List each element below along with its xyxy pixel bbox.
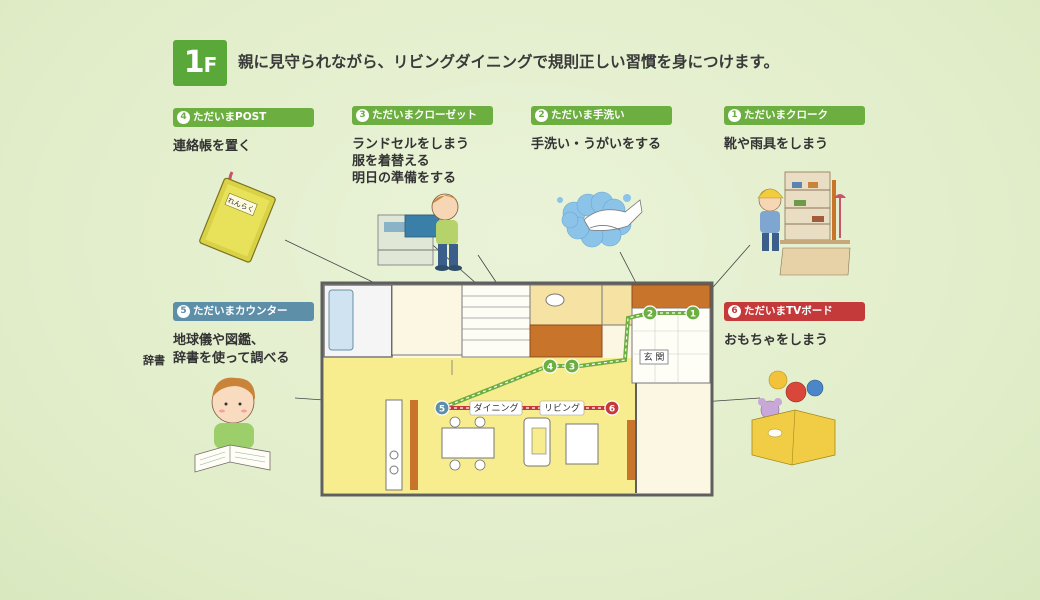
step-2-desc: 手洗い・うがいをする [531, 137, 662, 152]
tv-board [627, 420, 635, 480]
svg-text:3: 3 [569, 363, 575, 373]
handwash-illustration [557, 191, 643, 248]
route-markers: 1 2 3 4 5 6 [434, 305, 701, 416]
living-label: リビング [544, 402, 580, 414]
marker-4 [542, 358, 558, 374]
route-labels: ダイニング リビング [469, 400, 585, 416]
dining-table [441, 427, 495, 459]
storage [529, 324, 603, 358]
step-5-desc-1: 地球儀や図鑑、 [173, 333, 265, 348]
svg-text:6: 6 [609, 405, 615, 415]
floor-badge: 1F [173, 40, 227, 86]
marker-2 [642, 305, 658, 321]
step-4-desc: 連絡帳を置く [173, 139, 252, 154]
cloak-illustration [757, 171, 851, 276]
toilet-room [529, 284, 603, 326]
studying-child-illustration [194, 377, 271, 473]
closet-room [391, 284, 463, 356]
svg-text:5: 5 [439, 405, 445, 415]
step-6-desc: おもちゃをしまう [724, 333, 829, 348]
toybox-illustration [751, 370, 836, 466]
marker-3 [564, 358, 580, 374]
counter-wood [410, 400, 418, 490]
step-5-desc-2: 辞書を使って調べる [173, 351, 290, 366]
entrance-area [631, 307, 711, 384]
closet-child-illustration [377, 193, 462, 271]
step-1-desc: 靴や雨具をしまう [724, 137, 829, 152]
living-table [565, 423, 599, 465]
svg-text:2: 2 [647, 310, 653, 320]
svg-text:1: 1 [690, 310, 696, 320]
step-3-desc-3: 明日の準備をする [352, 171, 457, 186]
kitchen-counter [385, 399, 403, 491]
marker-1 [685, 305, 701, 321]
floor-plan: 玄 関 [320, 281, 714, 497]
dining-label: ダイニング [473, 402, 518, 414]
marker-6 [604, 400, 620, 416]
dictionary-side-note: 辞書 [143, 354, 165, 367]
step-3-desc-2: 服を着替える [352, 154, 430, 169]
svg-text:4: 4 [547, 363, 553, 373]
page-title: 親に見守られながら、リビングダイニングで規則正しい習慣を身につけます。 [238, 53, 779, 71]
entrance-label: 玄 関 [644, 351, 665, 363]
cloak-room [631, 284, 711, 309]
notebook-illustration: れんらく [199, 171, 276, 263]
step-3-desc-1: ランドセルをしまう [352, 137, 470, 152]
marker-5 [434, 400, 450, 416]
